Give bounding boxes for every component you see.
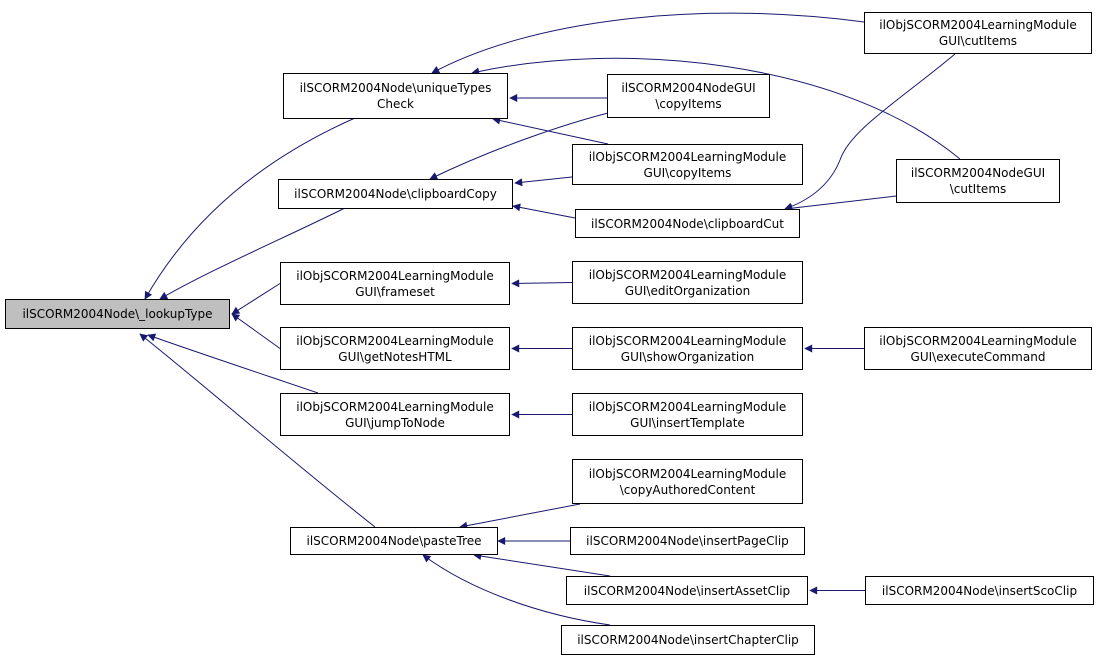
node-label-line: GUI\getNotesHTML xyxy=(338,349,452,364)
node-label-line: ilObjSCORM2004LearningModule xyxy=(296,399,494,414)
node-label-line: ilObjSCORM2004LearningModule xyxy=(588,333,787,348)
edge-editOrganization-to-frameset xyxy=(511,279,573,288)
node-label-line: ilObjSCORM2004LearningModule xyxy=(879,333,1077,348)
node-label-line: \copyItems xyxy=(655,97,722,111)
node-label-line: ilSCORM2004NodeGUI xyxy=(910,166,1046,180)
node-label-line: ilObjSCORM2004LearningModule xyxy=(588,399,787,414)
node-label-line: ilSCORM2004Node\insertScoClip xyxy=(881,583,1078,598)
edge-insertChapterClip-to-pasteTree xyxy=(422,554,611,626)
node-label-line: ilSCORM2004Node\insertChapterClip xyxy=(577,633,799,647)
node-label-line: ilSCORM2004Node\_lookupType xyxy=(22,307,213,321)
edge-lmGuiCutItems-to-clipboardCut xyxy=(784,53,956,211)
edge-layer xyxy=(139,12,961,626)
node-insertScoClip[interactable]: ilSCORM2004Node\insertScoClip xyxy=(865,576,1094,605)
node-nodeGuiCutItems[interactable]: ilSCORM2004NodeGUI \cutItems xyxy=(896,159,1060,203)
node-clipboardCopy[interactable]: ilSCORM2004Node\clipboardCopy xyxy=(278,179,513,209)
node-label-line: GUI\showOrganization xyxy=(620,349,755,364)
node-insertChapterClip[interactable]: ilSCORM2004Node\insertChapterClip xyxy=(561,625,815,655)
node-clipboardCut[interactable]: ilSCORM2004Node\clipboardCut xyxy=(575,209,800,238)
edge-jumpToNode-to-lookupType xyxy=(147,333,319,394)
edge-lmGuiCutItems-to-uniqueTypesCheck xyxy=(431,12,865,74)
node-label-line: \cutItems xyxy=(949,182,1007,196)
node-label-line: GUI\editOrganization xyxy=(624,283,751,298)
node-label-line: ilSCORM2004Node\clipboardCopy xyxy=(294,187,497,201)
node-label-line: GUI\insertTemplate xyxy=(630,415,745,430)
node-label-line: ilSCORM2004Node\uniqueTypes xyxy=(299,81,492,95)
node-lookupType: ilSCORM2004Node\_lookupType xyxy=(5,299,230,329)
node-label-line: ilObjSCORM2004LearningModule xyxy=(588,267,787,282)
edge-nodeGuiCopyItems-to-clipboardCopy xyxy=(429,111,613,180)
node-label-line: ilSCORM2004NodeGUI xyxy=(621,81,756,95)
edge-copyAuthoredContent-to-pasteTree xyxy=(459,503,581,530)
node-label-line: \copyAuthoredContent xyxy=(619,482,756,497)
node-insertPageClip[interactable]: ilSCORM2004Node\insertPageClip xyxy=(570,527,805,555)
edge-clipboardCopy-to-lookupType xyxy=(159,207,346,300)
node-label-line: GUI\copyItems xyxy=(643,165,732,180)
edge-lmGuiCopyItems-to-clipboardCopy xyxy=(514,176,573,187)
node-label-line: ilObjSCORM2004LearningModule xyxy=(296,268,494,283)
node-label-line: ilSCORM2004Node\insertPageClip xyxy=(586,534,789,548)
edge-nodeGuiCutItems-to-uniqueTypesCheck xyxy=(471,57,961,160)
edge-pasteTree-to-lookupType xyxy=(139,333,376,528)
node-label-line: GUI\frameset xyxy=(355,284,435,299)
node-label-line: GUI\executeCommand xyxy=(910,349,1046,364)
node-label-line: ilObjSCORM2004LearningModule xyxy=(588,466,787,481)
node-pasteTree[interactable]: ilSCORM2004Node\pasteTree xyxy=(290,527,498,555)
node-label-line: GUI\cutItems xyxy=(938,34,1018,48)
node-label-line: Check xyxy=(377,97,414,111)
node-nodeGuiCopyItems[interactable]: ilSCORM2004NodeGUI \copyItems xyxy=(607,74,770,118)
edge-clipboardCut-to-clipboardCopy xyxy=(512,203,576,219)
edge-lmGuiCopyItems-to-uniqueTypesCheck xyxy=(492,116,609,145)
node-label-line: ilSCORM2004Node\clipboardCut xyxy=(591,216,784,231)
node-copyAuthoredContent[interactable]: ilObjSCORM2004LearningModule\copyAuthore… xyxy=(572,459,803,504)
node-label-line: GUI\jumpToNode xyxy=(345,415,445,430)
node-label-line: ilObjSCORM2004LearningModule xyxy=(879,18,1077,32)
edge-insertAssetClip-to-pasteTree xyxy=(473,552,611,577)
edge-uniqueTypesCheck-to-lookupType xyxy=(144,117,356,300)
node-label-line: ilObjSCORM2004LearningModule xyxy=(296,333,494,348)
node-label-line: ilSCORM2004Node\pasteTree xyxy=(306,534,482,548)
node-insertAssetClip[interactable]: ilSCORM2004Node\insertAssetClip xyxy=(566,576,808,605)
node-label-line: ilObjSCORM2004LearningModule xyxy=(588,149,787,164)
node-label-line: ilSCORM2004Node\insertAssetClip xyxy=(583,583,791,598)
edge-getNotesHTML-to-lookupType xyxy=(231,313,281,349)
edge-nodeGuiCutItems-to-clipboardCut xyxy=(784,195,897,213)
edge-frameset-to-lookupType xyxy=(231,283,281,315)
